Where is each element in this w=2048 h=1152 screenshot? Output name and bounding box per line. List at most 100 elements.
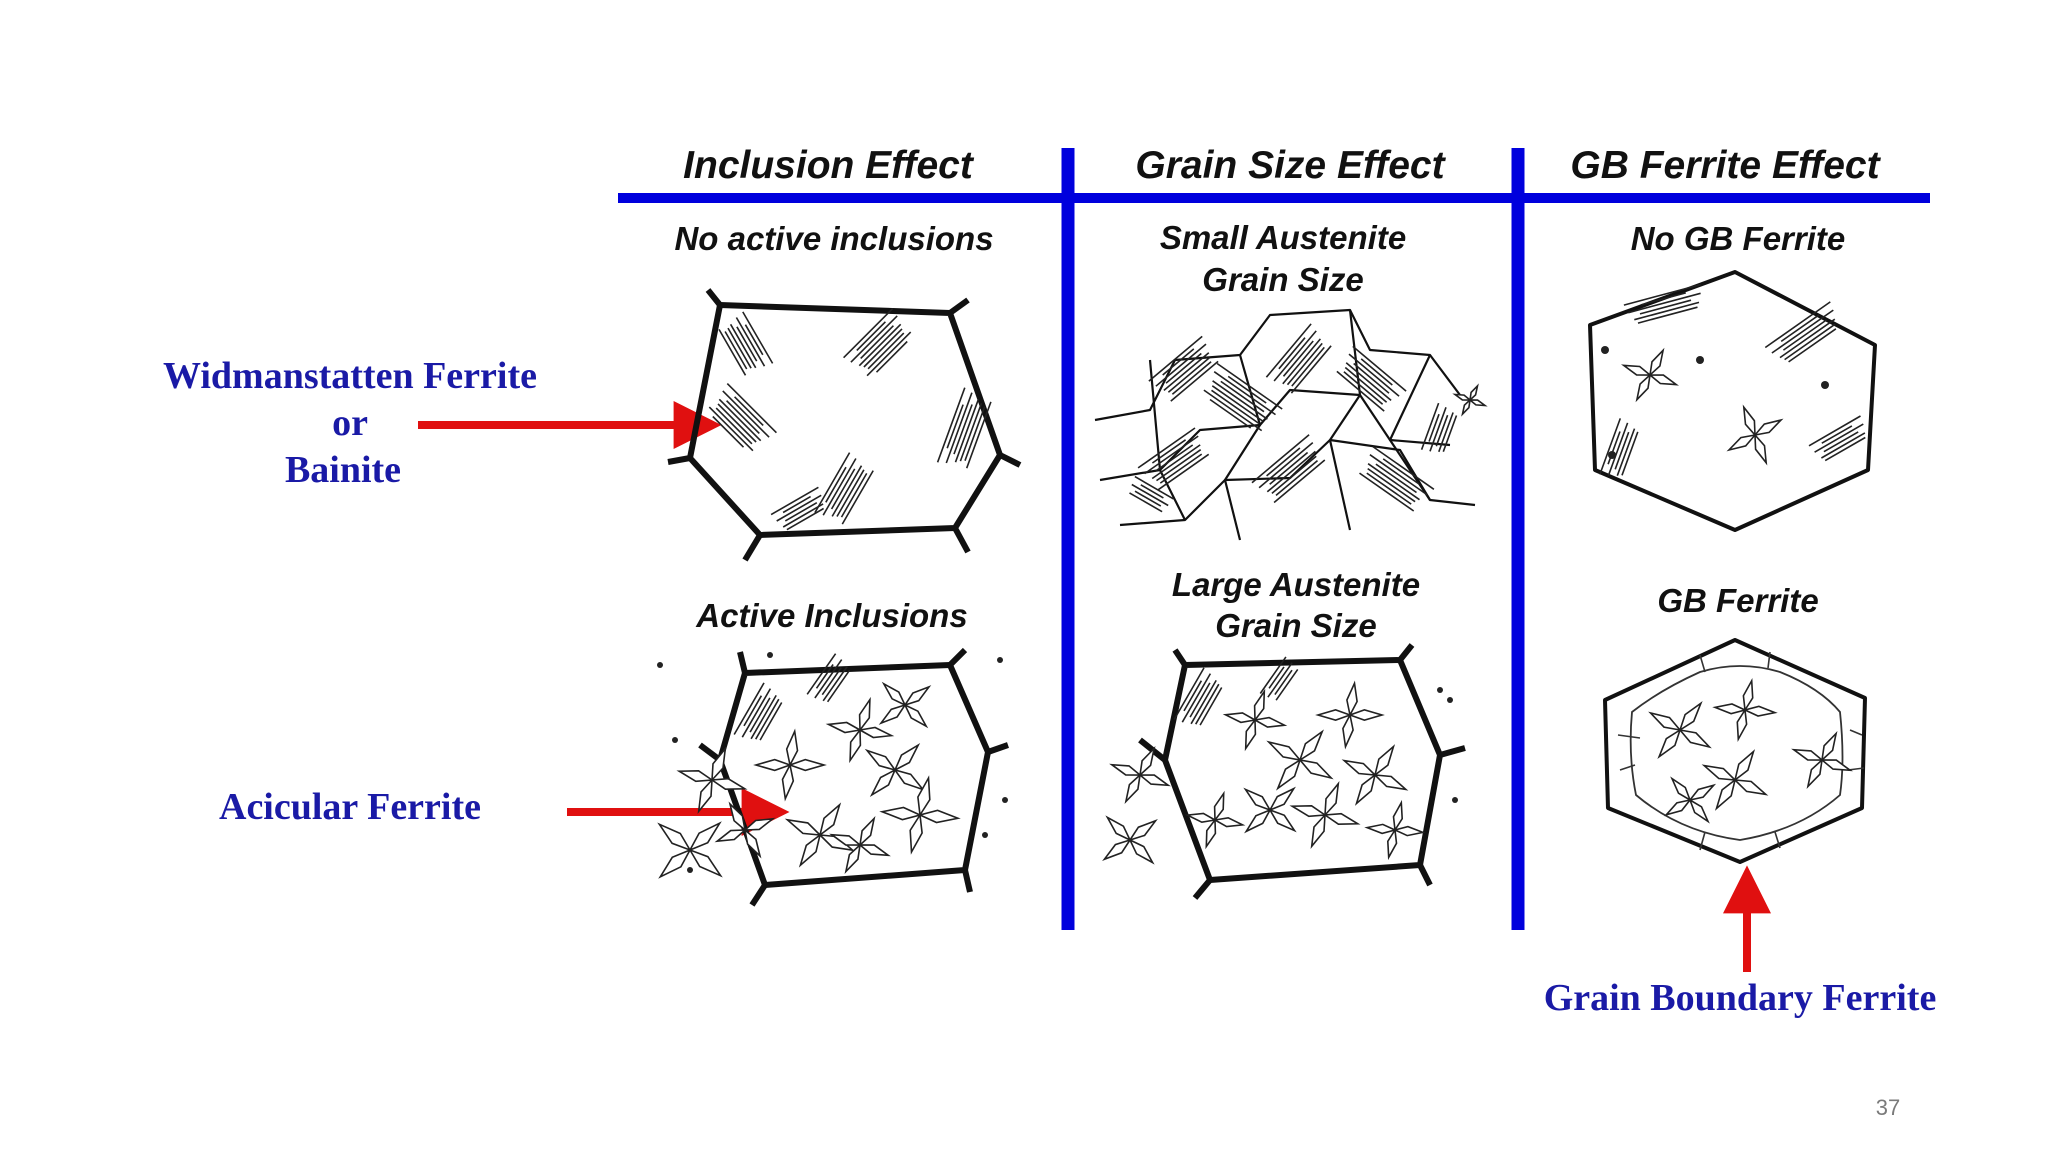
grain-acicular-sketch <box>698 647 1009 907</box>
inclusion-dot <box>1601 346 1609 354</box>
acicular-needle-cluster <box>714 801 776 859</box>
ferrite-lath <box>729 323 757 369</box>
ferrite-lath <box>1637 306 1698 324</box>
ferrite-lath <box>1251 434 1310 484</box>
acicular-needle-cluster <box>1648 700 1712 760</box>
acicular-needle-cluster <box>825 696 895 764</box>
grain-gb-ferrite-sketch <box>1603 638 1867 864</box>
acicular-needle <box>1468 383 1479 403</box>
acicular-needle <box>753 758 793 772</box>
acicular-needle <box>1222 712 1258 724</box>
ferrite-lath <box>822 666 848 702</box>
acicular-needle <box>1733 749 1756 783</box>
ferrite-lath <box>1211 385 1264 422</box>
acicular-needle-cluster <box>1266 729 1334 791</box>
ferrite-lath <box>856 321 886 351</box>
ferrite-lath-sheaf <box>843 308 912 377</box>
ferrite-lath <box>1259 656 1287 694</box>
acicular-needle <box>881 681 907 707</box>
ferrite-lath <box>822 458 857 516</box>
ferrite-lath <box>1788 328 1837 363</box>
acicular-needle <box>688 848 723 878</box>
acicular-needle <box>1742 705 1778 717</box>
ferrite-lath-sheaf <box>1359 445 1435 512</box>
acicular-needle <box>1688 798 1710 824</box>
ferrite-lath <box>770 486 819 516</box>
ferrite-lath <box>1151 444 1201 480</box>
ferrite-lath-sheaf <box>814 452 874 525</box>
ferrite-lath <box>1155 343 1207 387</box>
acicular-needle <box>1253 688 1266 723</box>
ferrite-lath <box>1372 445 1435 490</box>
inclusion-dot <box>767 652 773 658</box>
inclusion-dot <box>982 832 988 838</box>
ferrite-lath <box>1367 467 1416 503</box>
ferrite-lath <box>953 404 973 455</box>
acicular-needle <box>1347 709 1385 721</box>
header-gb-ferrite-effect: GB Ferrite Effect <box>1570 144 1881 187</box>
acicular-needle <box>1297 758 1334 780</box>
ferrite-lath-sheaf <box>1808 415 1866 462</box>
acicular-needle <box>1806 757 1824 790</box>
ferrite-lath <box>1607 431 1621 465</box>
ferrite-lath <box>1382 458 1420 485</box>
acicular-needle <box>917 775 931 818</box>
ferrite-lath <box>965 401 992 469</box>
ferrite-lath <box>1336 370 1385 412</box>
ferrite-lath <box>1607 422 1629 476</box>
acicular-needle <box>857 844 891 857</box>
annotation-acicular-ferrite: Acicular Ferrite <box>219 786 481 828</box>
acicular-needle <box>1243 787 1272 812</box>
ferrite-lath <box>1348 353 1400 397</box>
ferrite-lath <box>1266 450 1316 493</box>
ferrite-lath <box>1367 463 1420 501</box>
ferrite-lath <box>722 390 770 438</box>
label-no-gb-ferrite: No GB Ferrite <box>1631 220 1846 257</box>
ferrite-lath <box>1628 292 1701 314</box>
ferrite-lath <box>1764 301 1831 349</box>
ferrite-lath <box>1134 475 1174 500</box>
ferrite-lath <box>1360 358 1393 386</box>
ferrite-lath <box>1183 680 1203 712</box>
ferrite-lath <box>1265 323 1312 378</box>
ferrite-lath <box>1290 345 1332 394</box>
acicular-needle <box>1701 764 1738 782</box>
ferrite-lath <box>717 403 757 443</box>
ferrite-lath <box>1614 431 1630 470</box>
inclusion-dot <box>1608 451 1616 459</box>
acicular-needle-cluster <box>879 775 961 855</box>
ferrite-lath <box>1269 451 1309 485</box>
ferrite-lath <box>1140 484 1164 499</box>
acicular-needle <box>1392 825 1426 837</box>
ferrite-lath <box>814 659 843 699</box>
annotation-widmanstatten-line2: or <box>332 402 368 444</box>
acicular-needle <box>903 685 932 707</box>
ferrite-lath <box>946 404 964 449</box>
ferrite-lath <box>782 503 824 528</box>
ferrite-lath <box>1428 413 1440 442</box>
acicular-needle <box>1289 804 1328 818</box>
acicular-needle <box>743 827 762 859</box>
ferrite-lath <box>727 327 752 369</box>
ferrite-lath <box>1159 453 1203 484</box>
acicular-needle <box>817 833 856 852</box>
acicular-needle <box>1670 776 1692 802</box>
acicular-needle <box>1452 393 1473 401</box>
ferrite-lath <box>1213 371 1276 416</box>
acicular-needle <box>1820 730 1838 763</box>
acicular-needle <box>1244 808 1272 834</box>
inclusion-dot <box>997 657 1003 663</box>
ferrite-lath <box>786 507 825 531</box>
acicular-needle <box>893 742 921 772</box>
ferrite-lath <box>1171 361 1212 395</box>
ferrite-lath <box>826 669 851 703</box>
ferrite-lath <box>850 315 898 363</box>
acicular-needle <box>1687 783 1717 802</box>
acicular-needle <box>1102 838 1132 862</box>
acicular-needle <box>697 777 713 814</box>
label-gb-ferrite: GB Ferrite <box>1657 582 1818 619</box>
acicular-needle <box>879 806 923 821</box>
acicular-needle <box>1635 372 1652 403</box>
ferrite-lath <box>1216 362 1283 410</box>
